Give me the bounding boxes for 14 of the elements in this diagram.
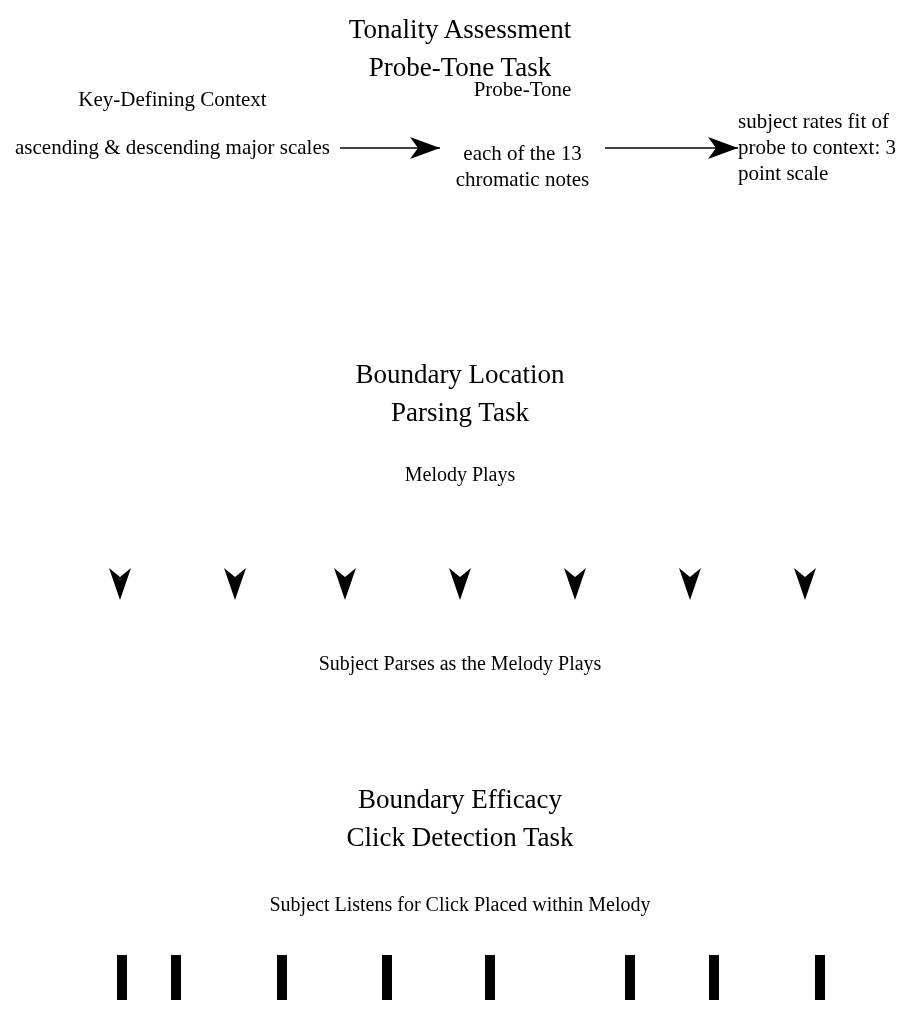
section-title: Tonality Assessment <box>347 13 573 45</box>
step-text: ascending & descending major scales <box>14 134 331 160</box>
instruction-text: Subject Parses as the Melody Plays <box>317 652 603 675</box>
instruction-text: Subject Listens for Click Placed within Melody <box>268 893 652 916</box>
arrow <box>604 137 739 159</box>
step-heading: Key-Defining Context <box>77 86 268 112</box>
arrow <box>339 137 441 159</box>
step-text: each of the 13 chromatic notes <box>454 140 591 192</box>
step-text: subject rates fit of probe to context: 3 point scale <box>738 108 898 186</box>
section-title: Boundary Efficacy <box>356 783 564 815</box>
instruction-text: Melody Plays <box>403 463 517 486</box>
section-title: Boundary Location <box>354 358 566 390</box>
section-subtitle: Click Detection Task <box>345 821 575 853</box>
section-subtitle: Parsing Task <box>390 396 530 428</box>
